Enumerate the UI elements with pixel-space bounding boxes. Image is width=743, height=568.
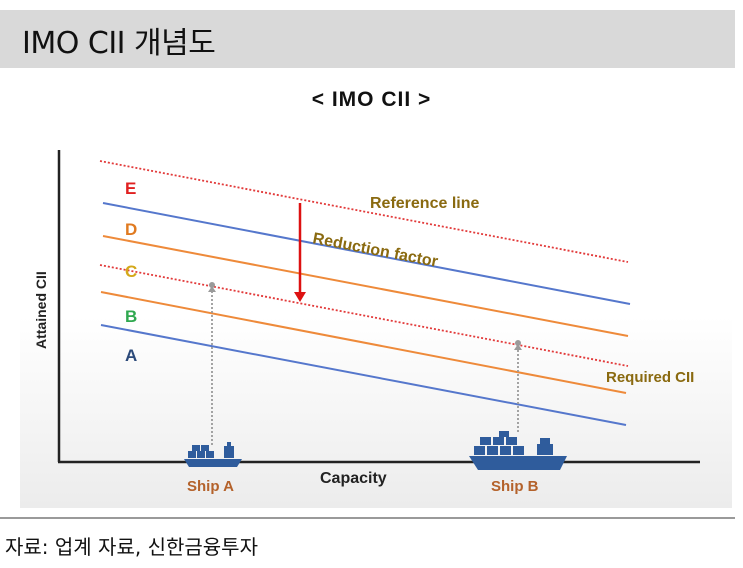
page-title: IMO CII 개념도: [22, 26, 216, 61]
ship-a-label: Ship A: [187, 478, 234, 495]
boundary-line-cb: [100, 291, 627, 394]
ship-a-arrow-head: [208, 286, 216, 292]
diagram-panel: [20, 82, 732, 508]
boundary-line-de: [102, 202, 631, 305]
ship-a-icon: [184, 442, 242, 467]
grade-c-label: C: [125, 262, 137, 281]
ship-b-icon: [469, 431, 567, 470]
header-bar: IMO CII 개념도: [0, 10, 735, 68]
boundary-line-ba: [100, 324, 627, 426]
boundary-line-dc: [102, 235, 629, 337]
reduction-arrow-head: [294, 292, 306, 302]
source-note: 자료: 업계 자료, 신한금융투자: [5, 535, 258, 559]
ship-b-label: Ship B: [491, 478, 539, 495]
required-cii-line: [99, 264, 629, 367]
grade-e-label: E: [125, 179, 136, 198]
ship-a-point: [209, 282, 215, 288]
footer-divider: [0, 517, 735, 519]
ship-b-point: [515, 340, 521, 346]
diagram-title: < IMO CII >: [311, 88, 432, 111]
required-cii-label: Required CII: [606, 369, 694, 386]
y-axis-label: Attained CII: [33, 271, 49, 349]
reference-line-label: Reference line: [370, 195, 479, 212]
x-axis-label: Capacity: [320, 470, 387, 487]
reduction-factor-label: Reduction factor: [311, 230, 439, 271]
grade-d-label: D: [125, 220, 137, 239]
ship-b-arrow-head: [514, 344, 522, 350]
reference-line: [99, 160, 629, 263]
grade-b-label: B: [125, 307, 137, 326]
grade-a-label: A: [125, 346, 137, 365]
